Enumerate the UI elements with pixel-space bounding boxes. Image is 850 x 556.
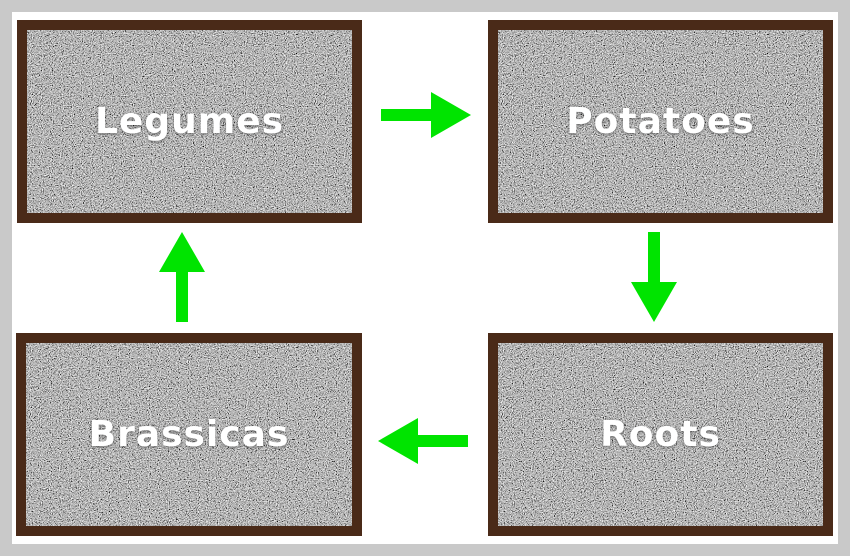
node-label-roots: Roots [600,414,721,455]
arrow-potatoes-to-roots-icon [631,232,677,322]
arrow-brassicas-to-legumes-icon [159,232,205,322]
arrow-roots-to-brassicas-icon [378,418,468,464]
node-brassicas: Brassicas [16,333,362,536]
soil-texture [26,343,352,526]
soil-texture [498,343,823,526]
node-legumes: Legumes [17,20,362,223]
soil-texture [498,30,823,213]
node-label-brassicas: Brassicas [88,414,290,455]
node-label-legumes: Legumes [94,101,285,142]
node-roots: Roots [488,333,833,536]
node-label-potatoes: Potatoes [566,101,755,142]
arrow-legumes-to-potatoes-icon [381,92,471,138]
node-potatoes: Potatoes [488,20,833,223]
soil-texture [27,30,352,213]
